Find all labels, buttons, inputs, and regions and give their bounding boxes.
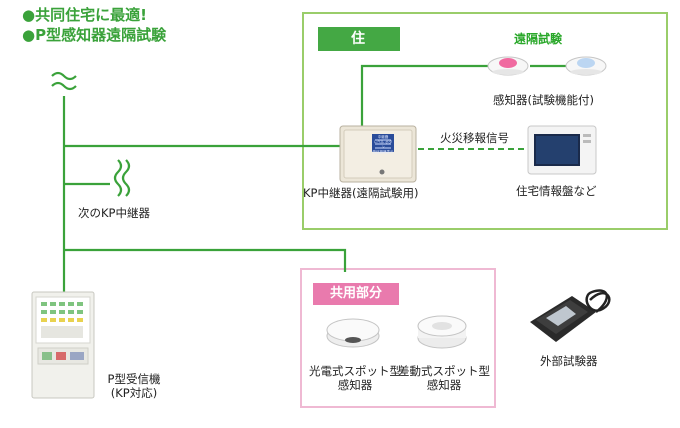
wave-next-relay-2 (121, 159, 131, 197)
kp-relay-label: KP中継器(遠隔試験用) (303, 186, 419, 200)
next-relay-label: 次のKP中継器 (78, 206, 150, 220)
headline-line2: ●P型感知器遠隔試験 (22, 26, 167, 44)
housing-panel-label: 住宅情報盤など (516, 184, 597, 198)
external-tester-device (530, 289, 611, 342)
common-branch-wire (64, 248, 347, 272)
wave-top-2 (51, 81, 77, 91)
common-area-tag: 共用部分 (313, 283, 399, 305)
housing-info-panel-device (527, 125, 597, 175)
photoelectric-detector-label: 光電式スポット型 感知器 (309, 364, 401, 392)
photoelectric-detector-device (326, 318, 380, 348)
relay-panel-text: 中継器 レベル ボタン 受信機器表示 (372, 135, 394, 155)
differential-detector-label: 差動式スポット型 感知器 (398, 364, 490, 392)
external-tester-label: 外部試験器 (540, 354, 598, 368)
relay-panel-text-3: 受信機器表示 (372, 150, 394, 154)
fire-signal-label: 火災移報信号 (440, 131, 509, 145)
remote-test-title: 遠隔試験 (514, 32, 563, 46)
wave-next-relay (113, 159, 123, 197)
receiver-label: P型受信機 (KP対応) (107, 372, 161, 400)
headline-line1: ●共同住宅に最適! (22, 6, 147, 24)
relay-panel-text-1: 中継器 (377, 135, 389, 139)
detector-wire (360, 64, 500, 126)
remote-detector-red (487, 56, 529, 76)
differential-detector-device (417, 315, 467, 349)
dwelling-unit-tag: 住 戸 (318, 27, 400, 71)
relay-panel-text-2: レベル ボタン (373, 140, 393, 149)
kp-relay-device (339, 125, 417, 183)
p-type-receiver-device (31, 291, 95, 399)
wave-top (51, 71, 77, 81)
remote-detector-blue (565, 56, 607, 76)
detector-label: 感知器(試験機能付) (493, 93, 594, 107)
